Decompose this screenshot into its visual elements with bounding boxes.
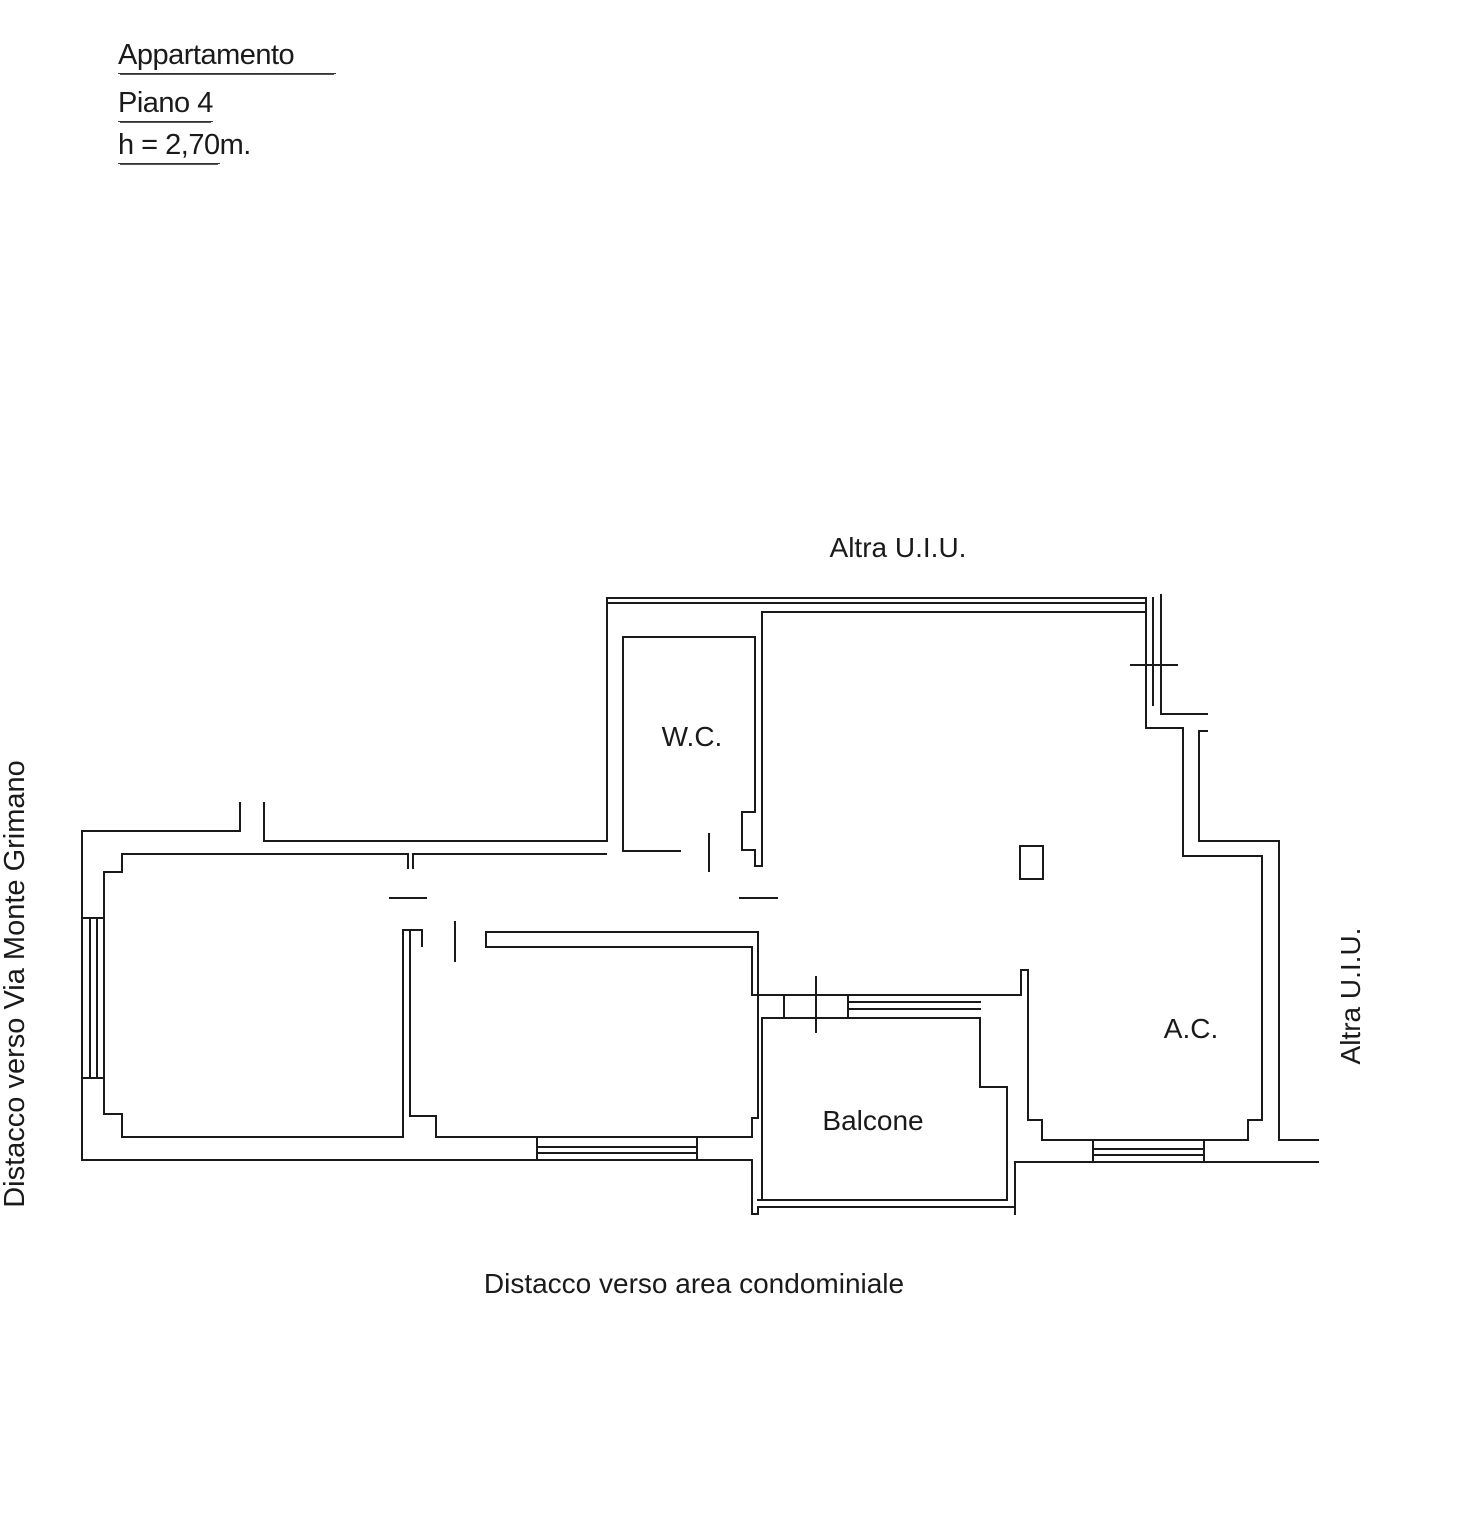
wc-room-label: W.C. (662, 721, 723, 752)
balcony-room-label: Balcone (822, 1105, 923, 1136)
inner-wall-left-room (103, 853, 423, 1138)
wc-wall (622, 611, 1147, 867)
right-wall-outer (1160, 594, 1208, 715)
floor-label-text: Piano 4 (118, 86, 213, 122)
plan-title-text: Appartamento (118, 38, 337, 74)
balcony-outer (757, 1206, 1016, 1215)
right-wall-upper (979, 597, 1263, 1141)
ceiling-height: h = 2,70m. (118, 128, 251, 164)
left-side-label: Distacco verso Via Monte Grimano (0, 760, 31, 1208)
outer-wall-top-left (81, 802, 759, 1215)
bottom-right-wall (1014, 1161, 1319, 1215)
pillar (1019, 845, 1044, 880)
plan-title: Appartamento (118, 38, 337, 74)
ceiling-height-value: h = 2,70 (118, 128, 220, 164)
ac-room-label: A.C. (1164, 1013, 1218, 1044)
top-neighbor-label: Altra U.I.U. (830, 532, 967, 563)
ceiling-height-unit: m. (219, 129, 252, 161)
right-neighbor-label: Altra U.I.U. (1335, 928, 1366, 1065)
bottom-side-label: Distacco verso area condominiale (484, 1268, 904, 1299)
outer-wall-top-mid (263, 597, 1147, 842)
right-wall-outer-2 (1198, 730, 1319, 1141)
balcony-wall (761, 1017, 1008, 1201)
inner-wall-top-right (412, 853, 607, 869)
middle-room-wall (409, 929, 785, 1138)
floor-label: Piano 4 (118, 86, 213, 122)
